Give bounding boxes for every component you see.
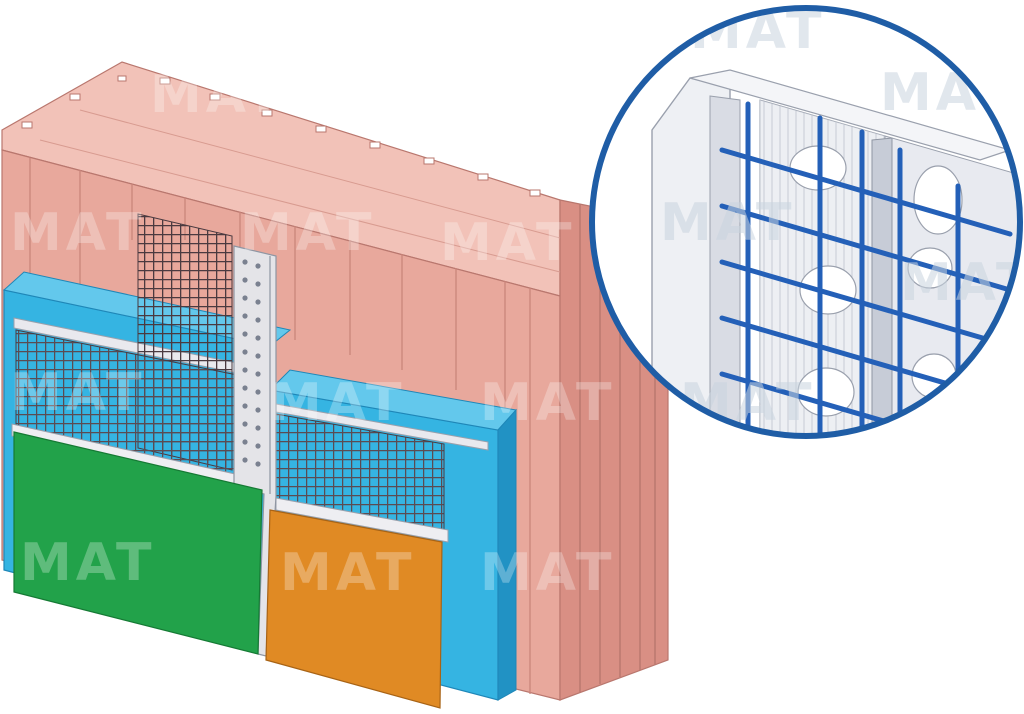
brick-top-ridges xyxy=(39,109,561,273)
zoom-center-ridge xyxy=(871,137,893,436)
finish-render-orange xyxy=(265,509,443,709)
brand-watermark: MAT xyxy=(480,543,615,603)
brand-watermark: MAT xyxy=(10,363,145,423)
reinforcement-mesh xyxy=(15,213,445,535)
finish-render-green xyxy=(13,431,263,655)
zoom-hole xyxy=(913,165,963,235)
brand-watermark: MAT xyxy=(20,533,155,593)
zoom-profile-channel xyxy=(709,95,741,436)
brand-watermark: MAT xyxy=(240,203,375,263)
brick-top-notches xyxy=(21,75,541,197)
brand-watermarks-main: MAT MAT MAT MAT MAT MAT MAT MAT MAT MAT … xyxy=(10,63,615,603)
brand-watermark: MAT xyxy=(680,373,815,433)
brand-watermark: MAT xyxy=(390,63,525,123)
brand-watermark: MAT xyxy=(280,543,415,603)
brand-watermark: MAT xyxy=(440,213,575,273)
brand-watermark: MAT xyxy=(480,373,615,433)
brand-watermark: MAT xyxy=(660,193,795,253)
zoom-hole xyxy=(799,265,857,315)
brand-watermark: MAT xyxy=(880,63,1015,123)
base-coat-band-right xyxy=(275,497,449,543)
insulation-side xyxy=(497,408,517,701)
brand-watermark: MAT xyxy=(270,373,405,433)
profile-perforations xyxy=(242,259,261,467)
brand-watermark: MAT xyxy=(900,253,1024,313)
brand-watermark: MAT xyxy=(150,65,285,125)
brand-watermark: MAT xyxy=(10,203,145,263)
zoom-hole xyxy=(797,367,855,417)
expansion-profile xyxy=(233,245,277,657)
zoom-ring xyxy=(589,5,1023,439)
